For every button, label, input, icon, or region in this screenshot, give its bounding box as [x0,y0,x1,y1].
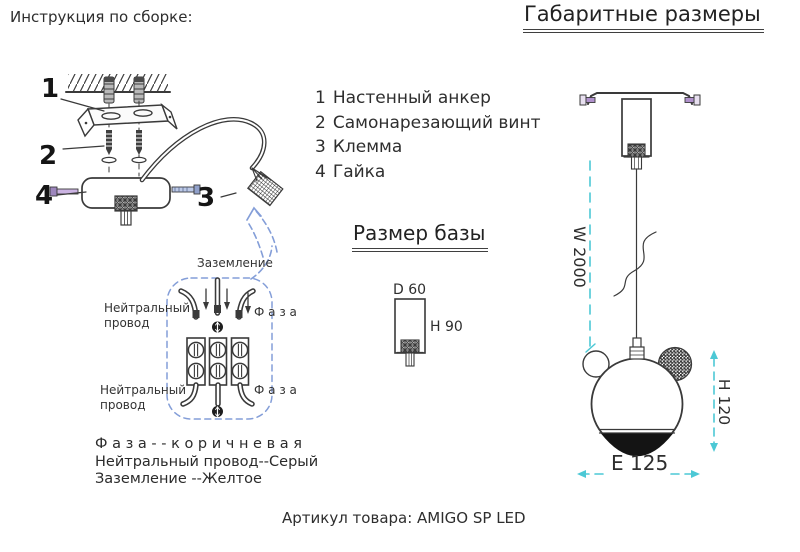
neutral-wire-label-bottom: Нейтральный провод [100,383,187,412]
callout-screw: 2 [39,141,58,171]
base-size-title: Размер базы [352,221,489,252]
terminal-clamp-graphic [246,167,284,207]
base-drawing [394,298,426,367]
legend-phase-color: Ф а з а - - к о р и ч н е в а я [95,436,302,452]
base-diameter-label: D 60 [393,282,427,298]
callout-nut: 4 [35,181,54,211]
parts-list-item: 3 Клемма [315,135,541,160]
part-name: Клемма [332,137,403,157]
legend-neutral-color: Нейтральный провод--Серый [95,453,319,470]
part-name: Настенный анкер [332,88,491,108]
self-tapping-screws-graphic [101,130,147,164]
part-number: 3 [315,137,326,157]
suspension-length-label: W 2000 [570,226,589,288]
neutral-wire-label-top: Нейтральный провод [104,301,191,330]
shade-height-label: H 120 [715,378,733,426]
callout-leader-lines [56,98,237,198]
power-cable-graphic [139,117,267,183]
pendant-drawing [579,92,701,457]
article-number: Артикул товара: AMIGO SP LED [282,509,526,527]
base-height-label: H 90 [430,319,463,335]
parts-list-item: 4 Гайка [315,160,541,185]
canopy-graphic [49,177,201,226]
ceiling-graphic [65,74,171,93]
mounting-bracket-graphic [77,102,178,138]
dimensions-title: Габаритные размеры [523,2,764,33]
wiring-outline [166,277,273,420]
phase-wire-label-top: Ф а з а [254,305,297,319]
dimension-lines [577,160,718,478]
wire-color-legend: Ф а з а - - к о р и ч н е в а я Нейтраль… [95,436,318,489]
part-name: Гайка [332,161,386,182]
callout-anchor: 1 [41,74,60,104]
phase-wire-label-bottom: Ф а з а [254,383,297,397]
callout-clamp: 3 [197,183,216,213]
parts-list-item: 1 Настенный анкер [315,86,541,111]
part-name: Самонарезающий винт [332,112,541,133]
parts-list-item: 2 Самонарезающий винт [315,111,541,136]
ground-wire-label: Заземление [197,256,273,270]
instructions-title: Инструкция по сборке: [10,8,193,26]
part-number: 2 [315,112,326,133]
part-number: 4 [315,161,326,182]
wiring-terminal-graphic [178,277,256,418]
legend-ground-color: Заземление --Желтое [95,471,262,487]
part-number: 1 [315,88,326,108]
shade-diameter-label: E 125 [611,451,669,475]
pointer-arrow [246,206,278,280]
